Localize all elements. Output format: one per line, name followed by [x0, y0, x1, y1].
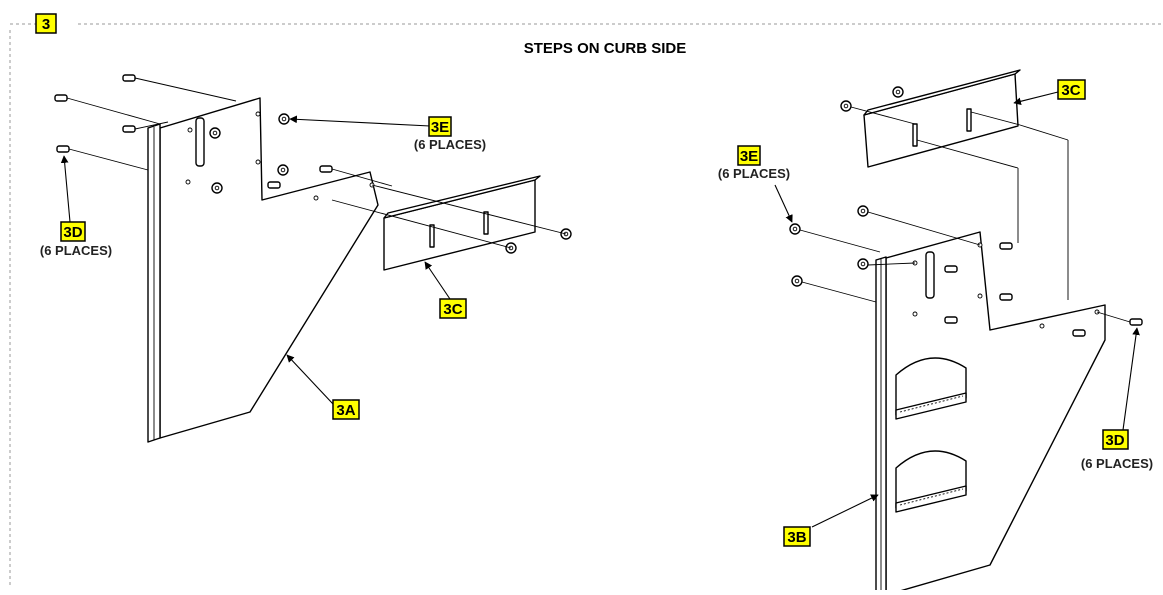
bracket-3a — [147, 97, 379, 443]
callout-note: (6 PLACES) — [1081, 456, 1153, 471]
step-number: 3 — [42, 16, 50, 33]
nuts-left — [209, 113, 572, 254]
callout-3e-left: 3E (6 PLACES) — [414, 116, 486, 152]
bolts-left — [54, 74, 333, 189]
bracket-3b — [875, 231, 1106, 595]
callout-3c-left: 3C — [439, 298, 467, 319]
callout-note: (6 PLACES) — [414, 137, 486, 152]
leaders-right — [774, 91, 1140, 528]
callout-3e-right: 3E (6 PLACES) — [718, 145, 790, 181]
callout-id: 3D — [63, 224, 82, 241]
bar-3c-left — [383, 175, 541, 271]
callout-3a-left: 3A — [332, 399, 360, 420]
callout-id: 3A — [336, 402, 355, 419]
right-assembly — [774, 69, 1143, 595]
step-frame — [9, 23, 1163, 588]
callout-id: 3D — [1105, 432, 1124, 449]
diagram-title: STEPS ON CURB SIDE — [524, 40, 687, 57]
callout-id: 3C — [443, 301, 462, 318]
callout-id: 3E — [431, 119, 449, 136]
callout-note: (6 PLACES) — [718, 166, 790, 181]
callout-id: 3C — [1061, 82, 1080, 99]
bolts-right — [944, 242, 1143, 337]
nuts-right — [789, 86, 904, 287]
callout-3c-right: 3C — [1057, 79, 1086, 100]
callout-id: 3B — [787, 529, 806, 546]
callout-note: (6 PLACES) — [40, 243, 112, 258]
callout-3b-right: 3B — [783, 526, 811, 547]
left-assembly — [54, 74, 572, 443]
callout-id: 3E — [740, 148, 758, 165]
alignment-lines-left — [66, 77, 567, 249]
alignment-lines-right — [799, 106, 1131, 323]
step-number-badge: 3 — [35, 13, 57, 34]
callout-3d-left: 3D (6 PLACES) — [40, 221, 112, 258]
leaders-left — [60, 115, 453, 405]
callout-3d-right: 3D (6 PLACES) — [1081, 429, 1153, 471]
bar-3c-right — [863, 69, 1021, 168]
